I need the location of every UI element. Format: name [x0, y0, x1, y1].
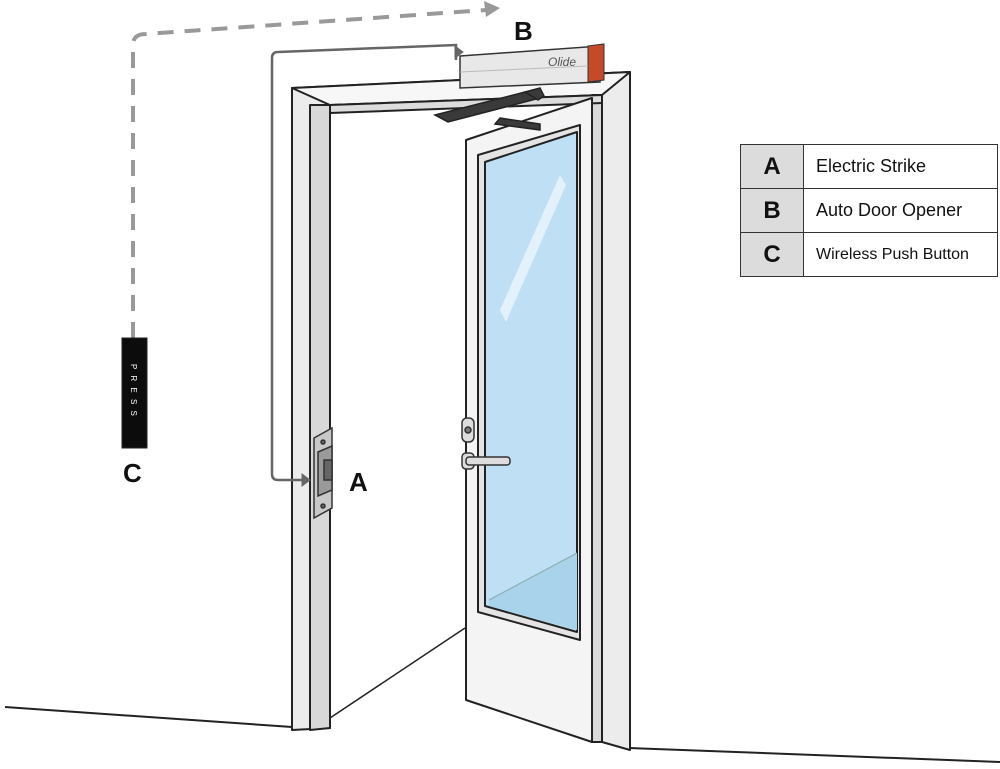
- legend-name-b: Auto Door Opener: [803, 188, 998, 233]
- push-button-text: P R E S S: [129, 364, 138, 418]
- legend-name-a: Electric Strike: [803, 144, 998, 189]
- legend-key-a: A: [740, 144, 804, 189]
- legend-key-b: B: [740, 188, 804, 233]
- floor-line-left: [4, 706, 293, 728]
- opener-brand-text: Olide: [548, 55, 576, 69]
- door-glass: [484, 131, 578, 633]
- legend-row-a: A Electric Strike: [740, 144, 998, 189]
- legend-name-c: Wireless Push Button: [803, 232, 998, 277]
- opener-arm: [432, 87, 545, 131]
- floor-line-right: [629, 747, 1000, 763]
- legend-row-c: C Wireless Push Button: [740, 232, 998, 277]
- label-a: A: [349, 467, 368, 497]
- label-c: C: [123, 458, 142, 488]
- electric-strike: [313, 426, 333, 520]
- auto-door-opener: Olide: [459, 43, 605, 89]
- legend-row-b: B Auto Door Opener: [740, 188, 998, 233]
- legend-table: A Electric Strike B Auto Door Opener C W…: [740, 144, 998, 277]
- open-door: [465, 97, 593, 743]
- wireless-signal-path: [131, 8, 487, 338]
- wireless-push-button: P R E S S: [121, 337, 148, 449]
- wired-connection: [270, 43, 458, 482]
- door-handle: [461, 417, 511, 470]
- floor-inner-line: [329, 627, 466, 719]
- legend-key-c: C: [740, 232, 804, 277]
- wiring: [131, 1, 500, 487]
- label-b: B: [514, 16, 533, 46]
- wireless-arrowhead: [484, 1, 500, 17]
